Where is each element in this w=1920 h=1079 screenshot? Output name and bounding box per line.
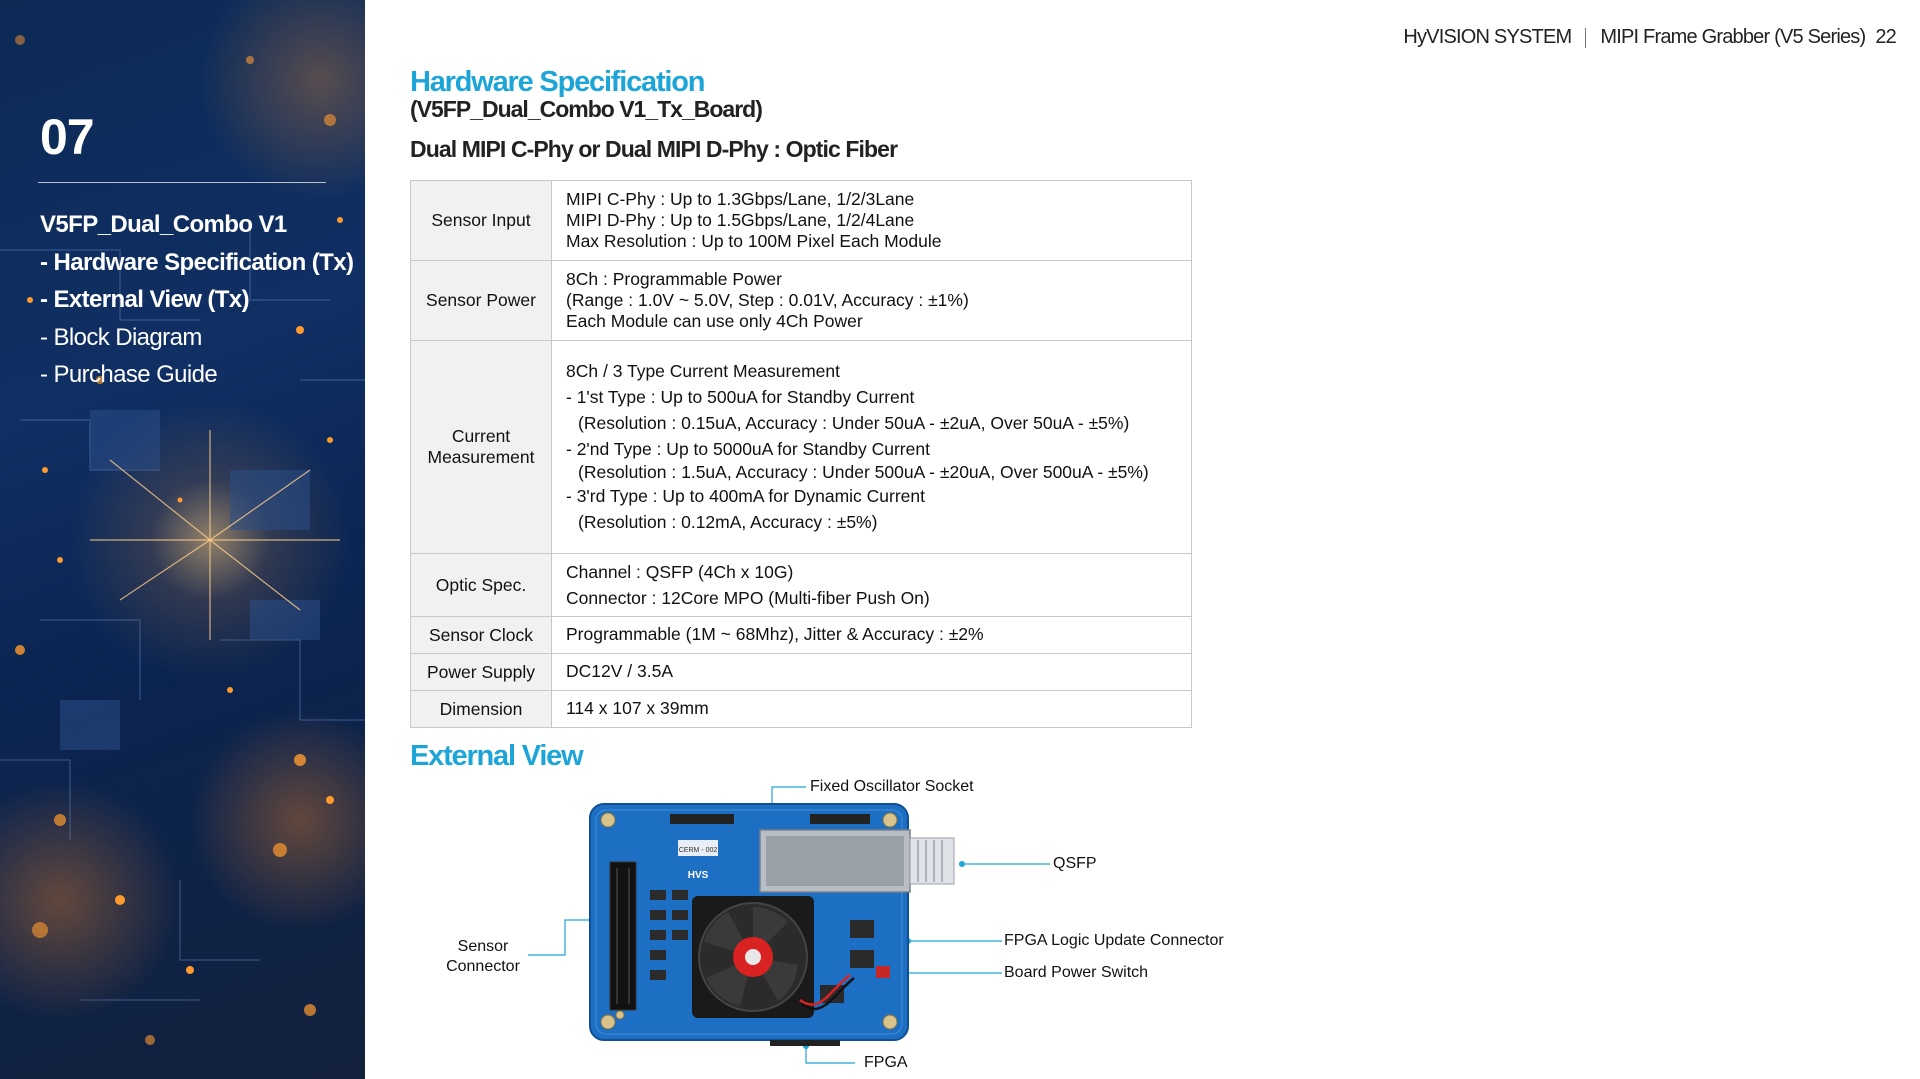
- sidebar-item-hardware-specification[interactable]: - Hardware Specification (Tx): [40, 248, 354, 276]
- value-line: 8Ch / 3 Type Current Measurement: [566, 361, 840, 381]
- page-number: 22: [1875, 26, 1896, 48]
- table-row: Dimension 114 x 107 x 39mm: [410, 690, 1192, 728]
- table-row: Power Supply DC12V / 3.5A: [410, 653, 1192, 691]
- row-label: Power Supply: [410, 653, 552, 691]
- board-logo: HVS: [688, 870, 709, 881]
- sidebar: 07 V5FP_Dual_Combo V1 - Hardware Specifi…: [0, 0, 365, 1079]
- value-line: DC12V / 3.5A: [566, 661, 673, 681]
- row-value: 114 x 107 x 39mm: [551, 690, 1192, 728]
- callout-board-power-switch: Board Power Switch: [1004, 964, 1149, 981]
- value-line: (Range : 1.0V ~ 5.0V, Step : 0.01V, Accu…: [566, 289, 969, 310]
- row-value: 8Ch : Programmable Power (Range : 1.0V ~…: [551, 260, 1192, 341]
- sidebar-divider: [38, 182, 326, 183]
- value-line: - 3'rd Type : Up to 400mA for Dynamic Cu…: [566, 486, 925, 506]
- value-line: Each Module can use only 4Ch Power: [566, 310, 863, 331]
- callout-qsfp: QSFP: [1053, 855, 1097, 872]
- product-name: MIPI Frame Grabber (V5 Series): [1600, 26, 1866, 48]
- table-row: Optic Spec. Channel : QSFP (4Ch x 10G) C…: [410, 553, 1192, 617]
- table-row: Sensor Clock Programmable (1M ~ 68Mhz), …: [410, 616, 1192, 654]
- callout-sensor-connector-line1: Sensor: [457, 938, 509, 955]
- board-illustration: CERM - 002 HVS: [528, 786, 1050, 1064]
- callout-fpga: FPGA: [864, 1054, 908, 1071]
- callout-fixed-oscillator-socket: Fixed Oscillator Socket: [810, 778, 974, 795]
- circuit-background-graphic: [0, 35, 365, 1045]
- sidebar-menu: V5FP_Dual_Combo V1 - Hardware Specificat…: [40, 206, 354, 394]
- value-line: - 1'st Type : Up to 500uA for Standby Cu…: [566, 387, 915, 407]
- value-line: Programmable (1M ~ 68Mhz), Jitter & Accu…: [566, 624, 984, 644]
- value-line: (Resolution : 1.5uA, Accuracy : Under 50…: [578, 462, 1149, 482]
- sidebar-item-block-diagram[interactable]: - Block Diagram: [40, 323, 202, 351]
- value-line: Max Resolution : Up to 100M Pixel Each M…: [566, 230, 942, 251]
- value-line: MIPI D-Phy : Up to 1.5Gbps/Lane, 1/2/4La…: [566, 209, 915, 230]
- row-label: Current Measurement: [410, 340, 552, 554]
- row-value: Programmable (1M ~ 68Mhz), Jitter & Accu…: [551, 616, 1192, 654]
- row-label: Sensor Input: [410, 180, 552, 261]
- table-row: Current Measurement 8Ch / 3 Type Current…: [410, 340, 1192, 554]
- value-line: 114 x 107 x 39mm: [566, 698, 709, 718]
- external-view-title: External View: [410, 740, 584, 772]
- value-line: Connector : 12Core MPO (Multi-fiber Push…: [566, 587, 930, 608]
- board-chip-label: CERM - 002: [679, 847, 718, 854]
- callout-fpga-logic-update-connector: FPGA Logic Update Connector: [1004, 932, 1224, 949]
- value-line: (Resolution : 0.15uA, Accuracy : Under 5…: [578, 413, 1130, 433]
- brand-name: HyVISION SYSTEM: [1403, 26, 1572, 48]
- value-line: (Resolution : 0.12mA, Accuracy : ±5%): [578, 512, 878, 532]
- hardware-spec-title: Hardware Specification: [410, 66, 706, 98]
- row-label: Sensor Clock: [410, 616, 552, 654]
- row-label: Dimension: [410, 690, 552, 728]
- table-row: Sensor Input MIPI C-Phy : Up to 1.3Gbps/…: [410, 180, 1192, 261]
- row-label: Sensor Power: [410, 260, 552, 341]
- row-value: MIPI C-Phy : Up to 1.3Gbps/Lane, 1/2/3La…: [551, 180, 1192, 261]
- row-label: Optic Spec.: [410, 553, 552, 617]
- value-line: - 2'nd Type : Up to 5000uA for Standby C…: [566, 439, 930, 459]
- row-value: 8Ch / 3 Type Current Measurement - 1'st …: [551, 340, 1192, 554]
- value-line: MIPI C-Phy : Up to 1.3Gbps/Lane, 1/2/3La…: [566, 188, 915, 209]
- row-value: Channel : QSFP (4Ch x 10G) Connector : 1…: [551, 553, 1192, 617]
- callout-sensor-connector: Sensor Connector: [440, 937, 526, 977]
- sidebar-item-product[interactable]: V5FP_Dual_Combo V1: [40, 211, 287, 238]
- header-separator: [1585, 27, 1587, 48]
- hardware-spec-heading: Dual MIPI C-Phy or Dual MIPI D-Phy : Opt…: [410, 136, 898, 162]
- row-value: DC12V / 3.5A: [551, 653, 1192, 691]
- spec-table: Sensor Input MIPI C-Phy : Up to 1.3Gbps/…: [410, 180, 1192, 728]
- hardware-spec-subtitle: (V5FP_Dual_Combo V1_Tx_Board): [410, 96, 763, 122]
- external-view-figure: CERM - 002 HVS Fixed Oscillator Socket Q…: [410, 770, 1290, 1079]
- section-number: 07: [40, 109, 95, 165]
- table-row: Sensor Power 8Ch : Programmable Power (R…: [410, 260, 1192, 341]
- value-line: 8Ch : Programmable Power: [566, 268, 782, 289]
- callout-sensor-connector-line2: Connector: [446, 958, 520, 975]
- value-line: Channel : QSFP (4Ch x 10G): [566, 561, 794, 582]
- sidebar-item-purchase-guide[interactable]: - Purchase Guide: [40, 361, 218, 388]
- page-header: HyVISION SYSTEM MIPI Frame Grabber (V5 S…: [1403, 26, 1896, 49]
- sidebar-item-external-view[interactable]: - External View (Tx): [40, 286, 250, 313]
